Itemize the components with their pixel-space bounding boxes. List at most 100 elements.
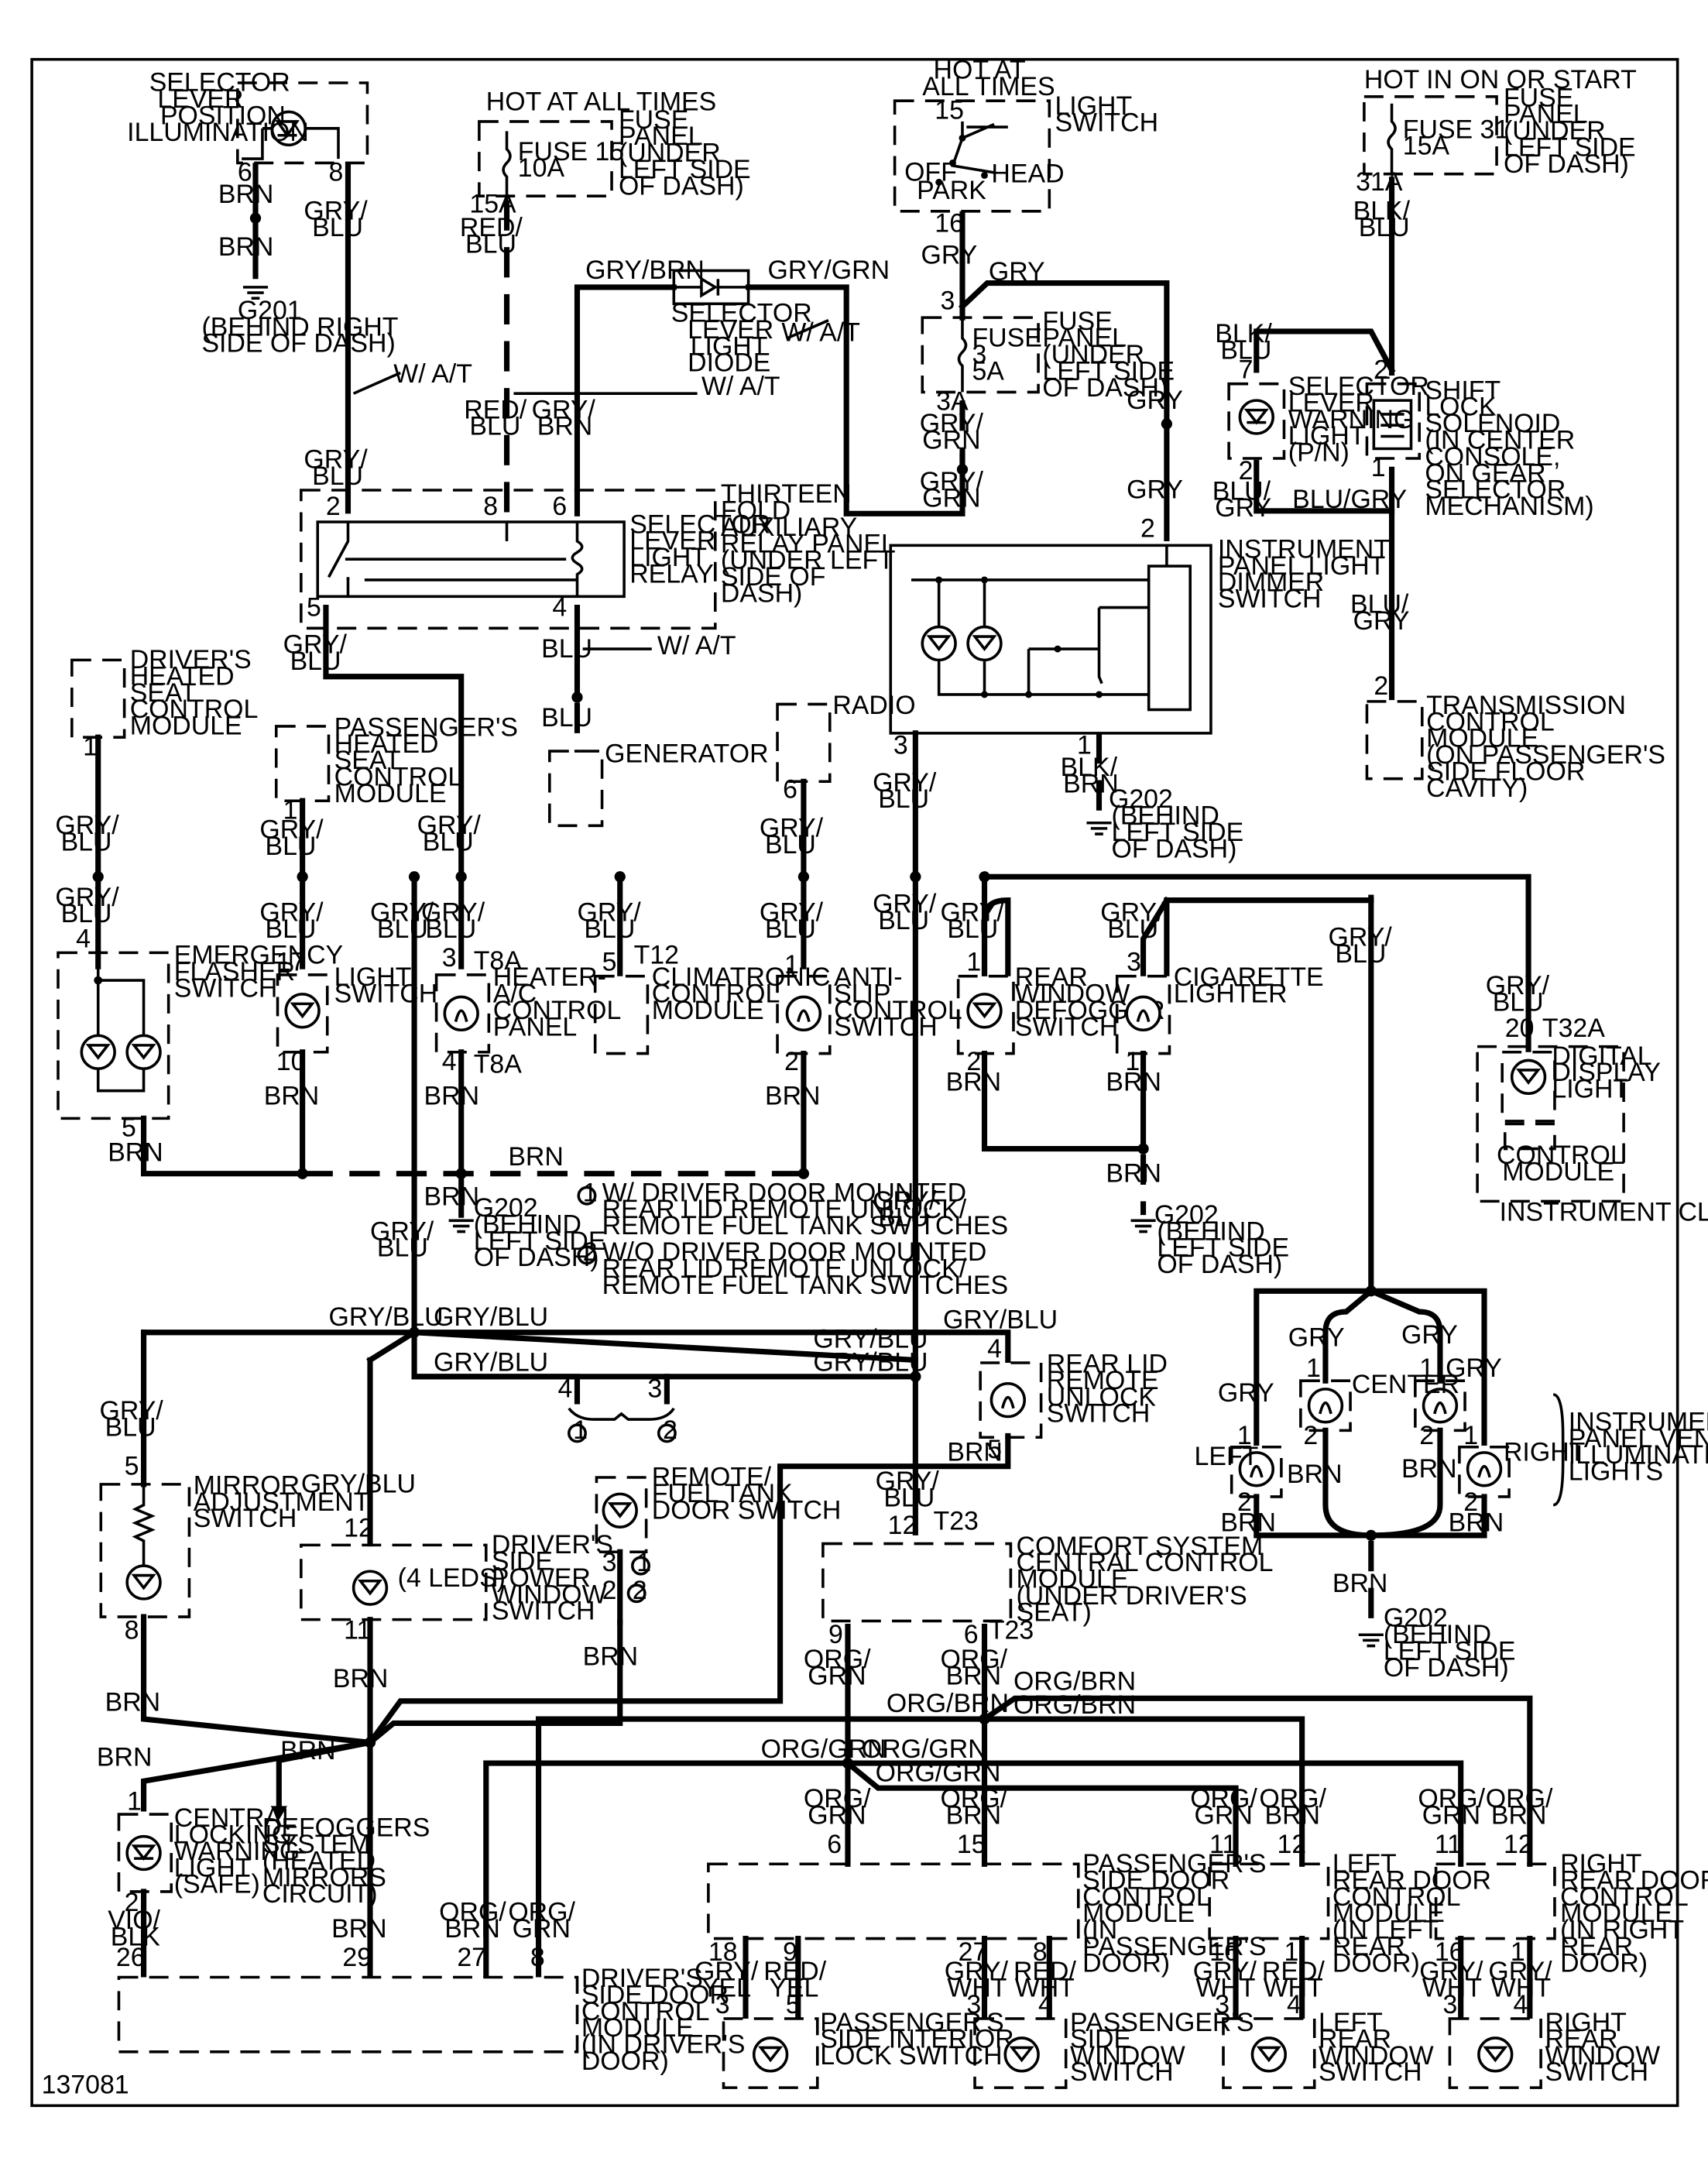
svg-text:BRN: BRN <box>946 1801 1002 1830</box>
svg-text:5: 5 <box>602 948 617 977</box>
svg-text:BRN: BRN <box>108 1138 163 1168</box>
svg-text:BLU: BLU <box>469 412 520 441</box>
svg-text:BLU: BLU <box>1493 987 1544 1017</box>
svg-text:15A: 15A <box>1403 132 1450 161</box>
svg-text:4: 4 <box>1513 1990 1528 2019</box>
svg-text:BLU: BLU <box>61 899 112 928</box>
svg-text:GRN: GRN <box>1422 1801 1480 1830</box>
svg-text:FUSE 15: FUSE 15 <box>518 137 624 166</box>
svg-text:BRN: BRN <box>218 180 274 209</box>
svg-text:GRY/: GRY/ <box>1100 897 1164 927</box>
svg-text:HOT AT ALL TIMES: HOT AT ALL TIMES <box>486 87 716 117</box>
svg-text:CENTER: CENTER <box>1352 1370 1459 1399</box>
svg-text:BLU/: BLU/ <box>1350 590 1409 619</box>
svg-text:WHT: WHT <box>1195 1973 1255 2002</box>
svg-text:WHT: WHT <box>947 1973 1007 2002</box>
svg-text:2: 2 <box>663 1415 677 1445</box>
svg-text:15: 15 <box>935 95 964 125</box>
svg-text:2: 2 <box>1303 1421 1318 1450</box>
svg-text:3: 3 <box>1127 948 1141 977</box>
svg-text:BRN: BRN <box>946 1661 1002 1690</box>
svg-text:3: 3 <box>893 731 908 760</box>
svg-text:BRN: BRN <box>947 1438 1003 1467</box>
svg-text:ORG/GRN: ORG/GRN <box>862 1734 987 1764</box>
svg-text:5A: 5A <box>972 356 1004 386</box>
svg-text:T23: T23 <box>934 1507 979 1536</box>
svg-text:LEFT: LEFT <box>1195 1442 1259 1471</box>
svg-text:12: 12 <box>1504 1830 1533 1859</box>
svg-text:GRN: GRN <box>922 483 980 513</box>
svg-text:GRY/BLU: GRY/BLU <box>434 1302 548 1332</box>
svg-text:GRY/GRN: GRY/GRN <box>768 256 890 285</box>
svg-text:BLU: BLU <box>105 1412 156 1442</box>
svg-text:RED/: RED/ <box>460 213 523 242</box>
svg-text:15: 15 <box>957 1830 986 1859</box>
svg-text:1: 1 <box>283 795 298 825</box>
svg-text:ORG/BRN: ORG/BRN <box>887 1689 1009 1718</box>
svg-text:YEL: YEL <box>701 1973 751 2002</box>
svg-text:BLU/: BLU/ <box>1212 477 1271 506</box>
svg-text:BRN: BRN <box>1287 1460 1343 1489</box>
svg-text:BLU: BLU <box>377 1233 428 1263</box>
svg-text:BRN: BRN <box>105 1687 161 1717</box>
svg-text:4: 4 <box>442 1047 457 1076</box>
svg-text:ORG/: ORG/ <box>1190 1784 1257 1813</box>
svg-text:GRY: GRY <box>1215 493 1271 523</box>
svg-text:GRY: GRY <box>1218 1378 1274 1408</box>
svg-text:GRY/: GRY/ <box>1329 922 1393 952</box>
svg-text:BRN: BRN <box>1106 1068 1161 1097</box>
svg-text:GRY/: GRY/ <box>577 897 641 927</box>
svg-text:4: 4 <box>1287 1990 1302 2019</box>
svg-text:2: 2 <box>1140 514 1155 544</box>
svg-text:W/ A/T: W/ A/T <box>657 631 736 660</box>
svg-text:BLU: BLU <box>290 647 341 676</box>
svg-text:BLU/GRY: BLU/GRY <box>1292 485 1407 514</box>
svg-text:PARK: PARK <box>917 176 986 205</box>
svg-text:BLU: BLU <box>878 906 929 935</box>
svg-text:BRN: BRN <box>280 1736 336 1765</box>
svg-text:ORG/: ORG/ <box>804 1784 871 1813</box>
svg-text:BLU: BLU <box>878 1203 929 1232</box>
svg-text:ORG/: ORG/ <box>1418 1784 1485 1813</box>
svg-text:BLU: BLU <box>312 461 363 491</box>
svg-text:1: 1 <box>127 1787 142 1817</box>
svg-text:GRY/: GRY/ <box>259 815 324 844</box>
svg-text:ORG/: ORG/ <box>804 1645 871 1674</box>
svg-text:BRN: BRN <box>1401 1454 1457 1484</box>
svg-text:2: 2 <box>1374 671 1388 701</box>
svg-text:BRN: BRN <box>264 1082 320 1111</box>
svg-text:BLU: BLU <box>584 914 635 944</box>
svg-text:GRY: GRY <box>1353 606 1410 636</box>
svg-text:BLU: BLU <box>425 914 476 944</box>
diagram-border <box>30 57 1679 2108</box>
svg-text:YEL: YEL <box>769 1973 818 2002</box>
svg-text:1: 1 <box>1077 731 1092 760</box>
svg-text:6: 6 <box>964 1620 979 1649</box>
svg-text:GRY/: GRY/ <box>370 897 434 927</box>
